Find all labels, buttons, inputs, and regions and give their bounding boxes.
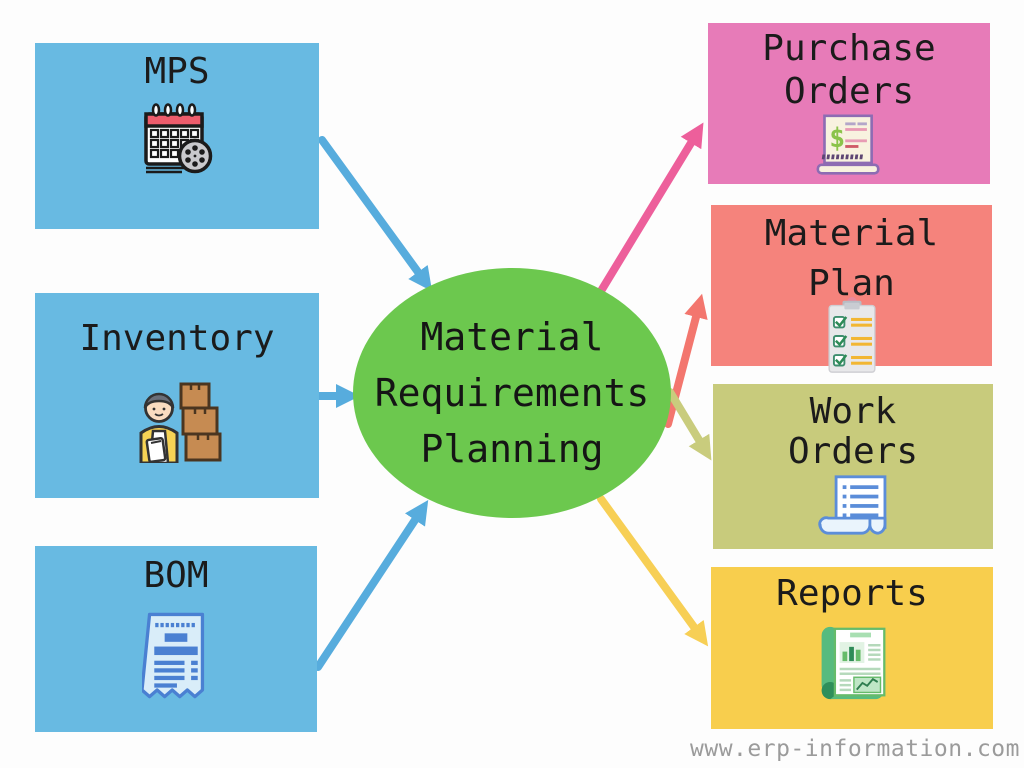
scroll-document-icon (817, 474, 889, 536)
report-book-icon (814, 623, 890, 703)
reports-label: Reports (776, 573, 928, 614)
arrow-mrp-to-purchase-orders (597, 122, 704, 295)
inventory-node: Inventory (35, 293, 319, 498)
bom-label: BOM (143, 555, 209, 596)
mrp-label-line-2: Requirements (374, 371, 650, 415)
calendar-icon (134, 100, 220, 178)
warehouse-worker-icon (131, 381, 223, 463)
arrow-bom-to-mrp (314, 499, 429, 671)
dollar-receipt-icon: $ (809, 113, 889, 179)
mrp-center-node: Material Requirements Planning (353, 268, 671, 518)
watermark: www.erp-information.com (690, 736, 1020, 762)
arrow-mrp-to-reports (597, 495, 709, 647)
svg-text:$: $ (829, 123, 845, 154)
receipt-icon (142, 610, 210, 702)
mps-node: MPS (35, 43, 319, 229)
mrp-label-line-3: Planning (420, 427, 604, 471)
checklist-clipboard-icon (821, 297, 883, 375)
mps-label: MPS (144, 51, 210, 92)
reports-node: Reports (711, 567, 993, 729)
arrow-mrp-to-work-orders (666, 388, 712, 461)
inventory-label: Inventory (79, 318, 275, 359)
arrow-mrp-to-material-plan (664, 293, 708, 428)
arrow-mps-to-mrp (318, 136, 433, 292)
bom-node: BOM (35, 546, 317, 732)
mrp-label-line-1: Material (420, 315, 604, 359)
